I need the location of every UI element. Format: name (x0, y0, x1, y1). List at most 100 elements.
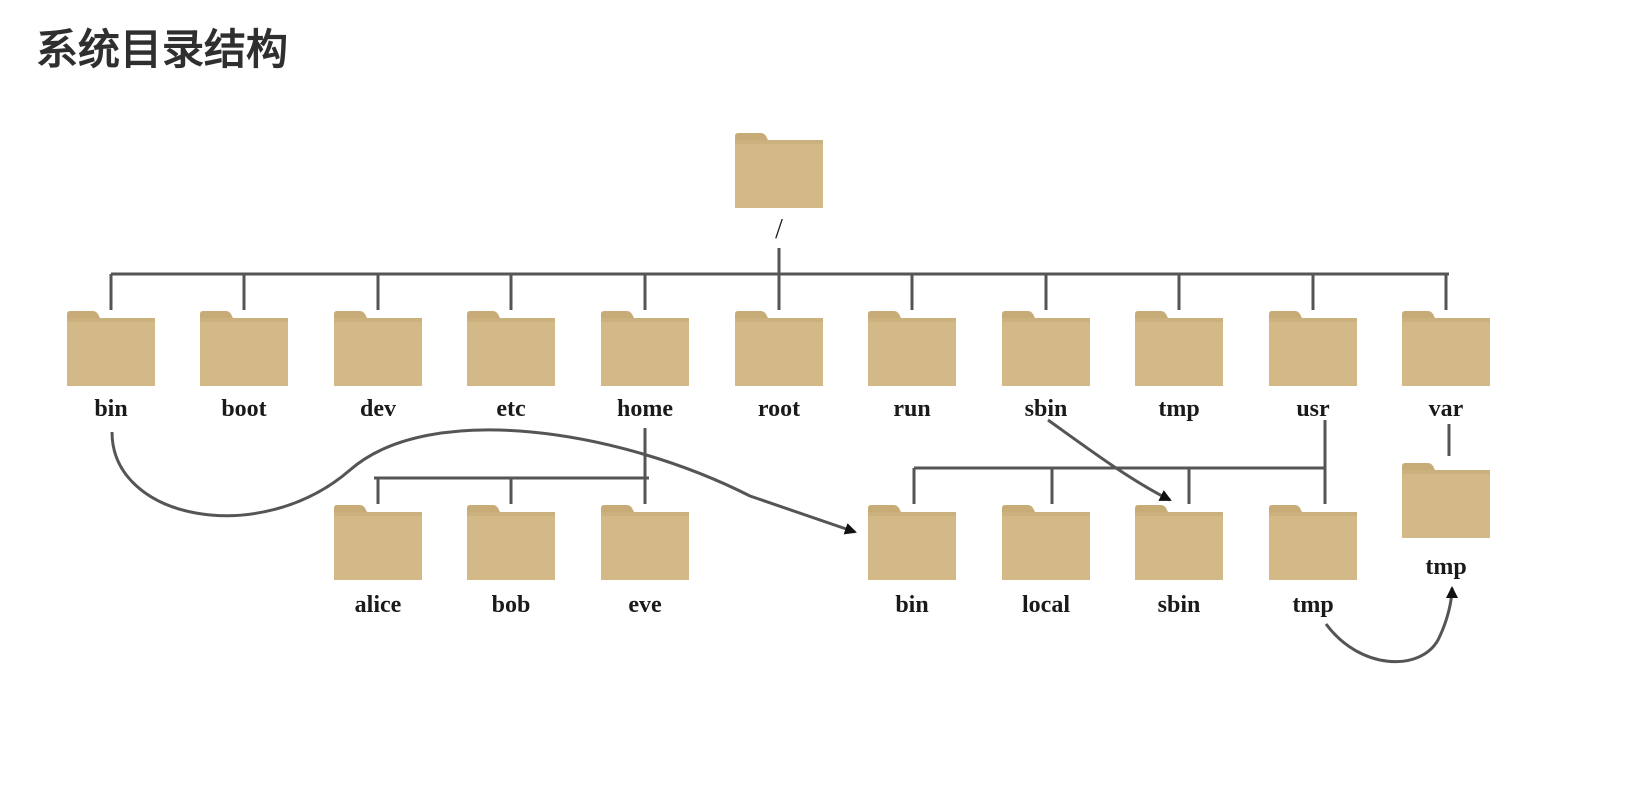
folder-root: / (735, 133, 823, 245)
folder-label-bob: bob (492, 592, 531, 618)
folder-tab (735, 133, 768, 140)
folder-rim (735, 318, 823, 322)
folder-usr-tmp: tmp (1269, 505, 1357, 618)
folder-rim (868, 318, 956, 322)
folder-tab (601, 311, 634, 318)
folder-label-bin: bin (94, 396, 127, 422)
page-title: 系统目录结构 (36, 25, 289, 74)
folder-tab (334, 311, 367, 318)
folder-tab (1002, 311, 1035, 318)
folder-label-home: home (617, 396, 673, 422)
folder-label-var-tmp: tmp (1425, 554, 1466, 580)
folder-alice: alice (334, 505, 422, 618)
symlink-arrow-usr-tmp-to-var-tmp (1324, 586, 1458, 664)
folder-boot: boot (200, 311, 288, 422)
folder-rim (1402, 318, 1490, 322)
symlink-arrow-bin-to-usr-bin (110, 428, 857, 535)
folder-rim (601, 318, 689, 322)
folder-icon (467, 512, 555, 580)
folder-nodes: / bin boot dev etc home root run sbin tmp usr var al… (67, 133, 1490, 618)
folder-label-eve: eve (628, 592, 662, 618)
folder-tab (735, 311, 768, 318)
folder-icon (601, 512, 689, 580)
folder-icon (1269, 512, 1357, 580)
folder-rim (1269, 318, 1357, 322)
folder-icon (1135, 512, 1223, 580)
folder-icon (735, 140, 823, 208)
folder-label-alice: alice (355, 592, 402, 618)
folder-icon (467, 318, 555, 386)
folder-icon (1402, 318, 1490, 386)
folder-rim (67, 318, 155, 322)
folder-icon (735, 318, 823, 386)
folder-label-sbin: sbin (1025, 396, 1068, 422)
symlink-arrow-sbin-to-usr-sbin (1047, 418, 1172, 502)
folder-label-usr-bin: bin (895, 592, 928, 618)
folder-rim (1135, 318, 1223, 322)
folder-icon (334, 512, 422, 580)
folder-icon (1402, 470, 1490, 538)
folder-label-tmp: tmp (1158, 396, 1199, 422)
folder-icon (868, 318, 956, 386)
folder-tab (467, 311, 500, 318)
folder-var: var (1402, 311, 1490, 422)
tree-connectors (109, 248, 1451, 504)
folder-rim (467, 318, 555, 322)
folder-label-var: var (1429, 396, 1464, 422)
folder-sbin: sbin (1002, 311, 1090, 422)
folder-usr-sbin: sbin (1135, 505, 1223, 618)
folder-label-boot: boot (221, 396, 266, 422)
folder-rim (1402, 470, 1490, 474)
folder-etc: etc (467, 311, 555, 422)
folder-label-dev: dev (360, 396, 396, 422)
folder-rim (334, 318, 422, 322)
folder-var-tmp: tmp (1402, 463, 1490, 580)
folder-tab (1269, 311, 1302, 318)
folder-rim (1002, 318, 1090, 322)
folder-icon (200, 318, 288, 386)
folder-bob: bob (467, 505, 555, 618)
folder-root-dir: root (735, 311, 823, 422)
folder-rim (1135, 512, 1223, 516)
folder-eve: eve (601, 505, 689, 618)
folder-tmp: tmp (1135, 311, 1223, 422)
folder-label-etc: etc (496, 396, 526, 422)
folder-icon (1002, 512, 1090, 580)
folder-tab (1402, 311, 1435, 318)
folder-usr-bin: bin (868, 505, 956, 618)
folder-rim (467, 512, 555, 516)
folder-rim (601, 512, 689, 516)
folder-tab (1135, 311, 1168, 318)
folder-icon (868, 512, 956, 580)
folder-label-usr-sbin: sbin (1158, 592, 1201, 618)
folder-tab (868, 505, 901, 512)
folder-icon (67, 318, 155, 386)
folder-label-run: run (893, 396, 930, 422)
folder-tab (1402, 463, 1435, 470)
folder-label-usr-local: local (1022, 592, 1070, 618)
folder-rim (868, 512, 956, 516)
folder-tab (1002, 505, 1035, 512)
symlink-arrows (110, 418, 1458, 664)
folder-tab (868, 311, 901, 318)
folder-rim (735, 140, 823, 144)
folder-tab (334, 505, 367, 512)
folder-icon (1002, 318, 1090, 386)
folder-rim (334, 512, 422, 516)
folder-icon (601, 318, 689, 386)
folder-tab (200, 311, 233, 318)
folder-run: run (868, 311, 956, 422)
folder-label-usr: usr (1296, 396, 1330, 422)
folder-rim (1002, 512, 1090, 516)
folder-rim (200, 318, 288, 322)
folder-dev: dev (334, 311, 422, 422)
folder-home: home (601, 311, 689, 422)
folder-icon (1269, 318, 1357, 386)
folder-rim (1269, 512, 1357, 516)
folder-tab (601, 505, 634, 512)
folder-bin: bin (67, 311, 155, 422)
folder-tab (467, 505, 500, 512)
folder-tab (1269, 505, 1302, 512)
folder-usr-local: local (1002, 505, 1090, 618)
